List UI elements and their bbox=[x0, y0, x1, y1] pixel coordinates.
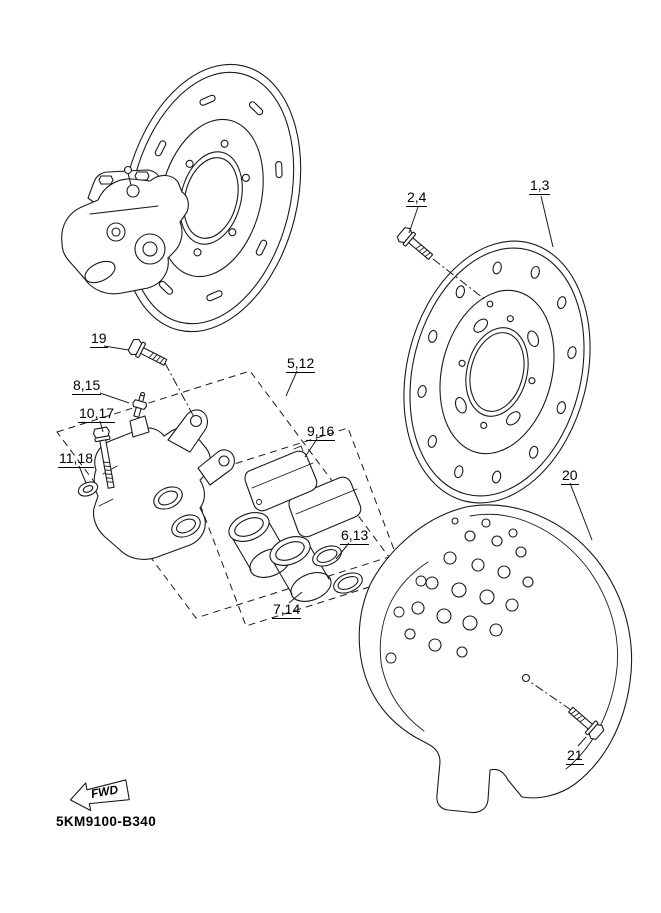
brake-disc bbox=[403, 240, 591, 504]
disc-guard bbox=[358, 504, 633, 814]
callout-20: 20 bbox=[561, 467, 579, 486]
callout-19: 19 bbox=[90, 330, 108, 349]
callout-8-15: 8,15 bbox=[72, 377, 102, 396]
leader-lines bbox=[78, 195, 593, 747]
callout-6-13: 6,13 bbox=[340, 527, 370, 546]
callout-9-16: 9,16 bbox=[306, 423, 336, 442]
caliper-pistons bbox=[228, 512, 332, 602]
disc-bolt bbox=[395, 225, 437, 265]
caliper-mount-bolt bbox=[126, 336, 170, 371]
callout-10-17: 10,17 bbox=[78, 405, 116, 424]
piston-seals bbox=[312, 545, 363, 594]
callout-21: 21 bbox=[566, 747, 584, 766]
caliper-assembled bbox=[61, 165, 189, 295]
fwd-arrow bbox=[69, 779, 130, 812]
callout-2-4: 2,4 bbox=[406, 189, 428, 208]
callout-5-12: 5,12 bbox=[286, 355, 316, 374]
part-code: 5KM9100-B340 bbox=[56, 814, 157, 829]
callout-11-18: 11,18 bbox=[58, 450, 94, 469]
caliper-exploded bbox=[92, 409, 235, 560]
callout-7-14: 7,14 bbox=[272, 601, 302, 620]
callout-1-3: 1,3 bbox=[529, 177, 551, 196]
caliper-bolt-long bbox=[92, 426, 115, 489]
bleed-screw bbox=[132, 391, 147, 418]
brake-pads bbox=[244, 445, 362, 538]
